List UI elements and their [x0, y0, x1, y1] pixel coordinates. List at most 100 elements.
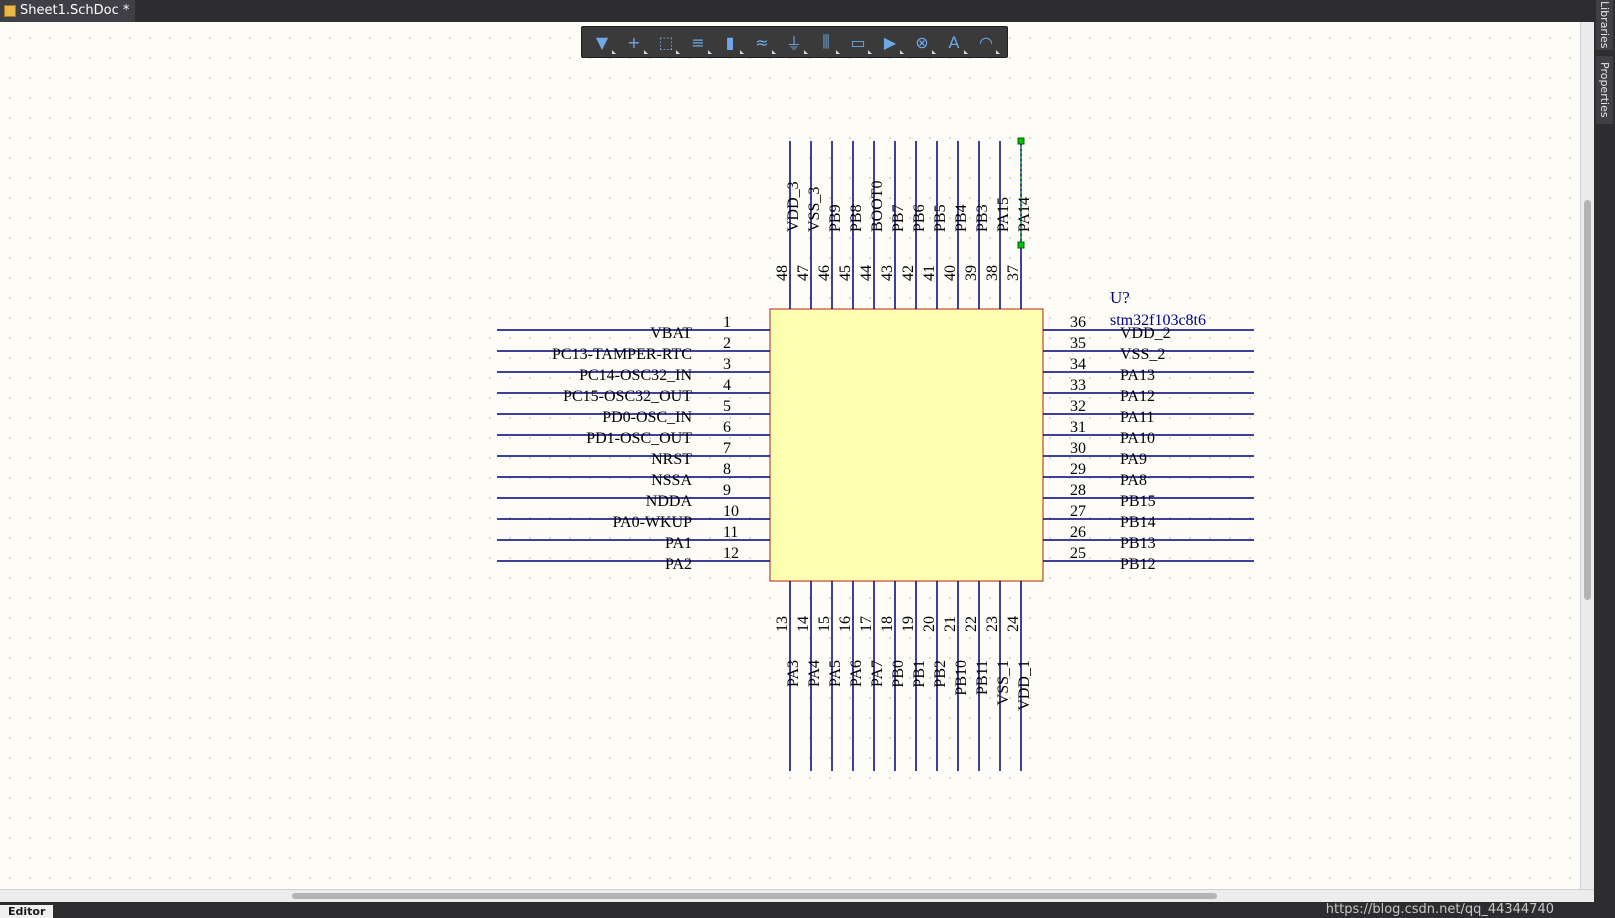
pin-number-1: 1: [723, 314, 731, 331]
pin-number-44: 44: [858, 265, 875, 281]
pin-name-pd0-osc_in: PD0-OSC_IN: [602, 409, 692, 426]
horizontal-scrollbar-thumb[interactable]: [292, 893, 1217, 899]
pin-name-ndda: NDDA: [646, 493, 693, 510]
editor-tab[interactable]: Editor: [0, 905, 54, 918]
pin-name-pa1: PA1: [665, 535, 692, 552]
pin-number-29: 29: [1070, 461, 1086, 478]
pin-name-pb2: PB2: [932, 660, 949, 688]
pin-name-pa15: PA15: [995, 197, 1012, 232]
pin-name-pb6: PB6: [911, 204, 928, 232]
pin-number-10: 10: [723, 503, 739, 520]
filter-icon[interactable]: ▼: [586, 27, 618, 57]
pin-number-30: 30: [1070, 440, 1086, 457]
pin-number-20: 20: [921, 616, 938, 632]
pin-name-pb12: PB12: [1120, 556, 1156, 573]
document-tab[interactable]: Sheet1.SchDoc *: [0, 0, 136, 22]
pin-number-25: 25: [1070, 545, 1086, 562]
pin-name-pa10: PA10: [1120, 430, 1155, 447]
select-rect-icon[interactable]: ⬚: [650, 27, 682, 57]
pin-name-pa2: PA2: [665, 556, 692, 573]
pin-number-19: 19: [900, 616, 917, 632]
side-tab-properties[interactable]: Properties: [1596, 56, 1613, 124]
pin-name-pa3: PA3: [785, 660, 802, 687]
pin-number-36: 36: [1070, 314, 1086, 331]
pin-number-47: 47: [795, 265, 812, 281]
pin-number-37: 37: [1005, 265, 1022, 281]
pin-name-pc13-tamper-rtc: PC13-TAMPER-RTC: [552, 346, 692, 363]
selection-handle-bottom: [1017, 241, 1025, 249]
sheet-symbol-icon[interactable]: ▭: [842, 27, 874, 57]
port-icon[interactable]: ▶: [874, 27, 906, 57]
pin-number-28: 28: [1070, 482, 1086, 499]
watermark-text: https://blog.csdn.net/qq_44344740: [1325, 902, 1554, 917]
pin-number-35: 35: [1070, 335, 1086, 352]
crosshair-icon[interactable]: +: [618, 27, 650, 57]
component-comment: stm32f103c8t6: [1110, 312, 1206, 329]
pin-number-43: 43: [879, 265, 896, 281]
text-icon[interactable]: A: [938, 27, 970, 57]
pin-name-boot0: BOOT0: [869, 180, 886, 232]
pin-number-42: 42: [900, 265, 917, 281]
pin-number-27: 27: [1070, 503, 1086, 520]
arc-icon[interactable]: ◠: [970, 27, 1002, 57]
pin-name-pb3: PB3: [974, 204, 991, 232]
pin-number-12: 12: [723, 545, 739, 562]
pin-name-pb4: PB4: [953, 204, 970, 232]
bus-icon[interactable]: ⫼: [810, 27, 842, 57]
pin-name-pa9: PA9: [1120, 451, 1147, 468]
pin-number-38: 38: [984, 265, 1001, 281]
pin-name-vbat: VBAT: [650, 325, 692, 342]
pin-name-vss_3: VSS_3: [806, 187, 823, 232]
pin-name-vdd_2: VDD_2: [1120, 325, 1171, 342]
pin-name-pa14: PA14: [1016, 197, 1033, 232]
pin-number-15: 15: [816, 616, 833, 632]
no-erc-icon[interactable]: ⊗: [906, 27, 938, 57]
pin-number-21: 21: [942, 616, 959, 632]
pin-name-pa12: PA12: [1120, 388, 1155, 405]
pin-name-pb14: PB14: [1120, 514, 1156, 531]
active-bar-toolbar: ▼+⬚≡▮≈⏚⫼▭▶⊗A◠: [581, 26, 1008, 58]
align-icon[interactable]: ≡: [682, 27, 714, 57]
pin-number-46: 46: [816, 265, 833, 281]
pin-name-vss_1: VSS_1: [995, 660, 1012, 705]
pin-number-5: 5: [723, 398, 731, 415]
pin-number-2: 2: [723, 335, 731, 352]
pin-name-vdd_1: VDD_1: [1016, 660, 1033, 711]
bottom-bar: Editor https://blog.csdn.net/qq_44344740: [0, 902, 1594, 918]
pin-number-24: 24: [1005, 616, 1022, 632]
side-panel: Libraries Properties: [1594, 0, 1615, 918]
pin-name-pb0: PB0: [890, 660, 907, 688]
pin-name-pc14-osc32_in: PC14-OSC32_IN: [579, 367, 692, 384]
wire-icon[interactable]: ≈: [746, 27, 778, 57]
pin-number-34: 34: [1070, 356, 1086, 373]
document-tab-title: Sheet1.SchDoc *: [20, 3, 130, 18]
pin-number-41: 41: [921, 265, 938, 281]
vertical-scrollbar[interactable]: [1580, 22, 1594, 889]
pin-number-6: 6: [723, 419, 731, 436]
pin-name-pa7: PA7: [869, 660, 886, 687]
pin-name-pa5: PA5: [827, 660, 844, 687]
pin-name-pa8: PA8: [1120, 472, 1147, 489]
schematic-doc-icon: [4, 5, 16, 17]
vertical-scrollbar-thumb[interactable]: [1584, 200, 1591, 600]
power-port-icon[interactable]: ⏚: [778, 27, 810, 57]
pin-number-13: 13: [774, 616, 791, 632]
pin-number-4: 4: [723, 377, 731, 394]
pin-number-11: 11: [723, 524, 738, 541]
side-tab-libraries[interactable]: Libraries: [1596, 0, 1613, 50]
horizontal-scrollbar[interactable]: [0, 889, 1594, 902]
pin-number-22: 22: [963, 616, 980, 632]
document-tab-bar: Sheet1.SchDoc *: [0, 0, 1615, 22]
pin-name-nrst: NRST: [651, 451, 692, 468]
pin-name-pa4: PA4: [806, 660, 823, 687]
selection-handle-top: [1017, 137, 1025, 145]
part-icon[interactable]: ▮: [714, 27, 746, 57]
pin-number-8: 8: [723, 461, 731, 478]
pin-name-pb10: PB10: [953, 660, 970, 696]
pin-number-18: 18: [879, 616, 896, 632]
pin-number-31: 31: [1070, 419, 1086, 436]
schematic-drawing[interactable]: 1VBAT2PC13-TAMPER-RTC3PC14-OSC32_IN4PC15…: [0, 0, 1580, 889]
pin-name-pb9: PB9: [827, 204, 844, 232]
pin-name-pb5: PB5: [932, 204, 949, 232]
pin-number-9: 9: [723, 482, 731, 499]
